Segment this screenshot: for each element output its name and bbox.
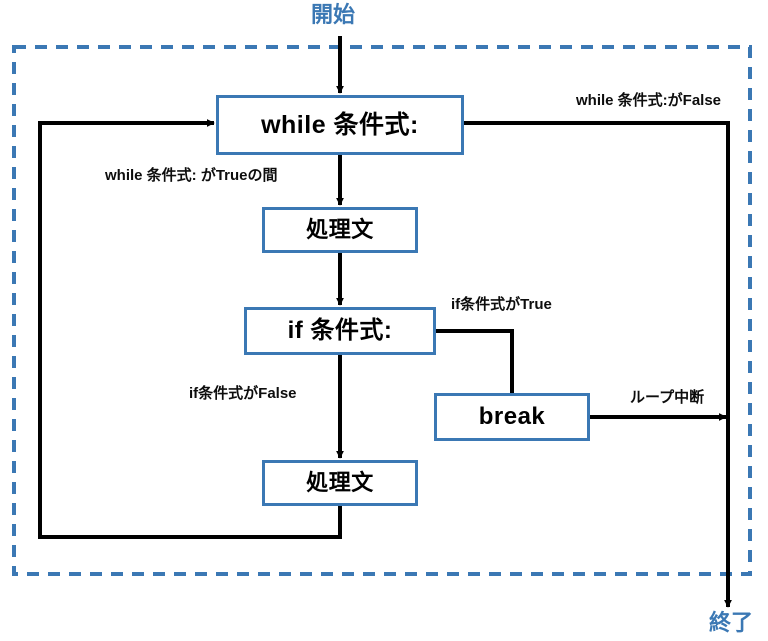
end-terminal-label: 終了 — [709, 610, 754, 635]
edge-label-while-false: while 条件式:がFalse — [576, 92, 722, 109]
node-while-condition[interactable]: while 条件式: — [216, 95, 464, 155]
node-process-statement-1-label: 処理文 — [306, 217, 374, 242]
edge-if-true-to-break — [436, 329, 514, 393]
node-if-condition-label: if 条件式: — [287, 317, 393, 344]
edge-label-while-true: while 条件式: がTrueの間 — [105, 167, 278, 184]
node-process-statement-1[interactable]: 処理文 — [262, 207, 418, 253]
node-if-condition[interactable]: if 条件式: — [244, 307, 436, 355]
edge-label-if-false: if条件式がFalse — [189, 385, 297, 402]
node-while-condition-label: while 条件式: — [261, 110, 419, 139]
loop-boundary-dashed-rect — [12, 45, 752, 576]
node-process-statement-2[interactable]: 処理文 — [262, 460, 418, 506]
edge-proc2-loopback-to-while — [38, 119, 342, 539]
start-terminal-label: 開始 — [311, 2, 356, 27]
edge-while-false-to-end — [464, 121, 732, 608]
node-process-statement-2-label: 処理文 — [306, 470, 374, 495]
node-break-statement[interactable]: break — [434, 393, 590, 441]
node-break-statement-label: break — [478, 403, 546, 430]
edge-label-loop-break: ループ中断 — [630, 389, 705, 406]
edge-label-if-true: if条件式がTrue — [451, 296, 552, 313]
